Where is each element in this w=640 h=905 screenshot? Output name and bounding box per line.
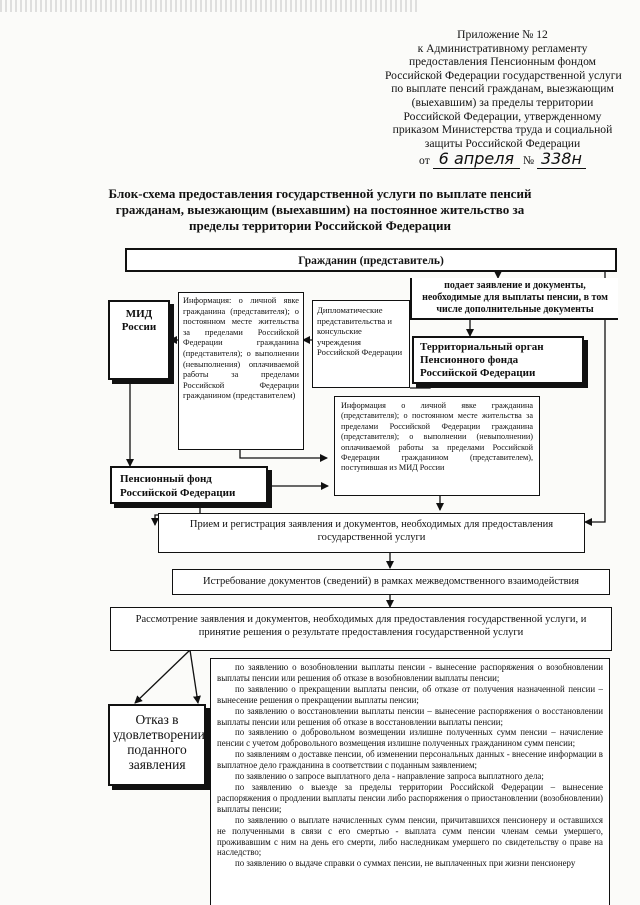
pfr-label: Пенсионный фонд Российской Федерации (120, 473, 236, 499)
annex-line-1: Приложение № 12 (457, 28, 548, 41)
decision-item: по заявлениям о доставке пенсии, об изме… (217, 749, 603, 771)
handwritten-date: 6 апреля (432, 149, 521, 170)
annex-line-5: по выплате пенсий гражданам, выезжающим (391, 82, 614, 96)
decision-item: по заявлению о выдаче справки о суммах п… (235, 858, 576, 869)
refusal-box: Отказ в удовлетворении поданного заявлен… (108, 704, 206, 786)
decision-item: по заявлению о прекращении выплаты пенси… (217, 683, 603, 705)
territorial-organ-box: Территориальный орган Пенсионного фонда … (412, 336, 584, 384)
scan-artifact (0, 0, 420, 12)
annex-line-7: Российской Федерации, утвержденному (403, 109, 602, 123)
decisions-box: по заявлению о возобновлении выплаты пен… (210, 658, 610, 905)
reception-label: Прием и регистрация заявления и документ… (189, 519, 554, 543)
diplomatic-box: Дипломатические представительства и конс… (312, 300, 410, 388)
decision-item: по заявлению о восстановлении выплаты пе… (217, 705, 603, 727)
annex-line-2: к Административному регламенту (417, 41, 588, 55)
decision-item: по заявлению о добровольном возмещении и… (217, 727, 603, 749)
submits-documents-box: подает заявление и документы, необходимы… (410, 278, 618, 320)
handwritten-number: 338н (536, 149, 586, 170)
diplomatic-label: Дипломатические представительства и конс… (317, 305, 403, 358)
page-title: Блок-схема предоставления государственно… (108, 186, 532, 233)
refusal-label: Отказ в удовлетворении поданного заявлен… (113, 712, 205, 772)
mid-info-text: Информация: о личной явке гражданина (пр… (183, 296, 299, 401)
date-prefix: от (419, 154, 430, 168)
territorial-info-text: Информация о личной явке гражданина (пре… (341, 401, 533, 473)
mid-label: МИД России (121, 308, 157, 333)
pfr-box: Пенсионный фонд Российской Федерации (110, 466, 268, 504)
territorial-organ-label: Территориальный орган Пенсионного фонда … (420, 341, 544, 379)
request-label: Истребование документов (сведений) в рам… (203, 576, 579, 587)
arrow-consideration-to-decisions (189, 649, 201, 704)
annex-line-3: предоставления Пенсионным фондом (408, 55, 596, 69)
territorial-info-box: Информация о личной явке гражданина (пре… (334, 396, 540, 496)
annex-line-9: защиты Российской Федерации (424, 136, 581, 150)
citizens-box: Гражданин (представитель) (125, 248, 617, 272)
arrow-consideration-to-refusal (134, 649, 191, 704)
consideration-box: Рассмотрение заявления и документов, нео… (110, 607, 612, 651)
arrow-midinfo-to-territorial-info (239, 448, 328, 462)
decision-item: по заявлению о выплате начисленных сумм … (217, 814, 603, 858)
decision-item: по заявлению о возобновлении выплаты пен… (217, 662, 603, 683)
consideration-label: Рассмотрение заявления и документов, нео… (135, 614, 587, 638)
mid-info-box: Информация: о личной явке гражданина (пр… (178, 292, 304, 450)
annex-line-8: приказом Министерства труда и социальной (392, 123, 613, 137)
decision-item: по заявлению о выезде за пределы террито… (217, 781, 603, 814)
citizens-label: Гражданин (представитель) (298, 255, 444, 267)
submits-documents-label: подает заявление и документы, необходимы… (422, 280, 608, 315)
arrow-right-to-reception (584, 271, 606, 526)
request-box: Истребование документов (сведений) в рам… (172, 569, 610, 595)
annex-line-4: Российской Федерации государственной усл… (385, 68, 622, 82)
annex-date-line: от 6 апреля № 338н (385, 149, 620, 170)
decision-item: по заявлению о запросе выплатного дела -… (235, 771, 544, 782)
annex-header: Приложение № 12 к Административному регл… (385, 28, 622, 170)
mid-box: МИД России (108, 300, 170, 380)
reception-box: Прием и регистрация заявления и документ… (158, 513, 585, 553)
number-prefix: № (522, 154, 535, 168)
annex-line-6: (выехавшим) за пределы территории (411, 95, 594, 109)
